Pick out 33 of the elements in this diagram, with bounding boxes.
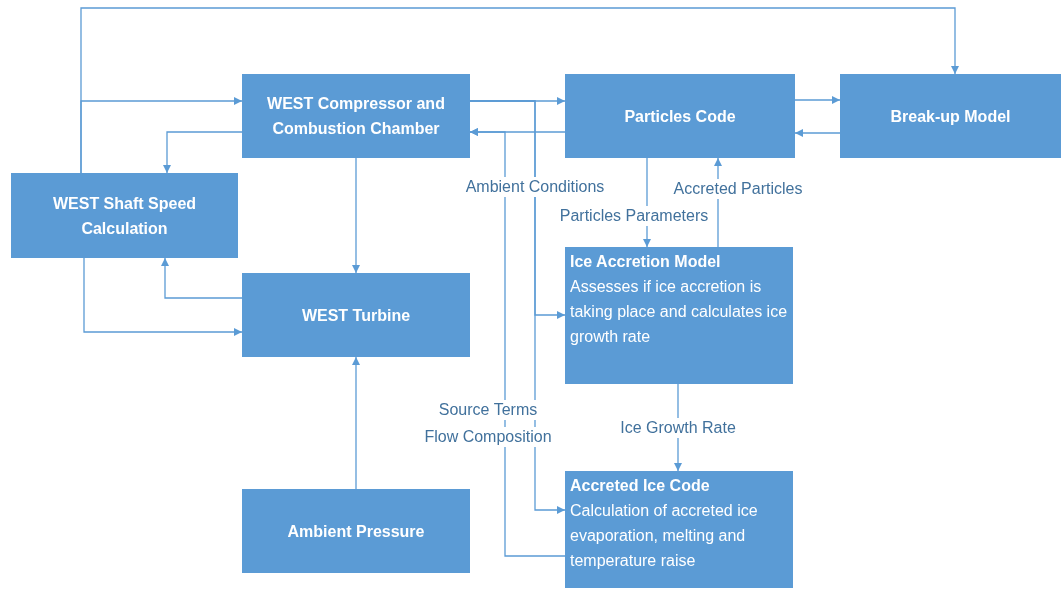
edge-label: Ice Growth Rate xyxy=(618,418,738,438)
box-description: Assesses if ice accretion is taking place and calculates ice growth rate xyxy=(570,277,788,347)
arrow xyxy=(163,131,243,174)
box-description: Calculation of accreted ice evaporation, melting and temperature raise xyxy=(570,501,759,571)
process-box xyxy=(242,273,470,357)
edge-label: Ambient Conditions xyxy=(463,177,607,197)
arrow xyxy=(794,96,841,104)
box-title: Break-up Model xyxy=(890,106,1011,127)
box-heading: Ice Accretion Model xyxy=(570,252,721,272)
box-title: Particles Code xyxy=(624,106,736,127)
arrow xyxy=(83,257,243,336)
arrow xyxy=(352,157,360,274)
arrow xyxy=(352,356,360,490)
process-box xyxy=(242,489,470,573)
process-box xyxy=(565,247,793,384)
edge-label: Flow Composition xyxy=(422,427,554,447)
process-box xyxy=(565,74,795,158)
process-box xyxy=(11,173,238,258)
process-box xyxy=(840,74,1061,158)
arrow xyxy=(469,100,566,514)
process-box xyxy=(242,74,470,158)
edge-label: Accreted Particles xyxy=(671,179,805,199)
box-title: WEST Shaft Speed Calculation xyxy=(51,193,198,239)
box-title: WEST Compressor and Combustion Chamber xyxy=(266,94,446,139)
box-heading: Accreted Ice Code xyxy=(570,476,710,496)
arrow xyxy=(161,257,243,299)
box-title: Ambient Pressure xyxy=(287,521,425,542)
arrow xyxy=(80,97,243,174)
process-box xyxy=(565,471,793,588)
arrow xyxy=(794,129,841,137)
arrow xyxy=(469,128,566,557)
edge-label: Source Terms xyxy=(436,400,540,420)
box-title: WEST Turbine xyxy=(301,305,411,326)
